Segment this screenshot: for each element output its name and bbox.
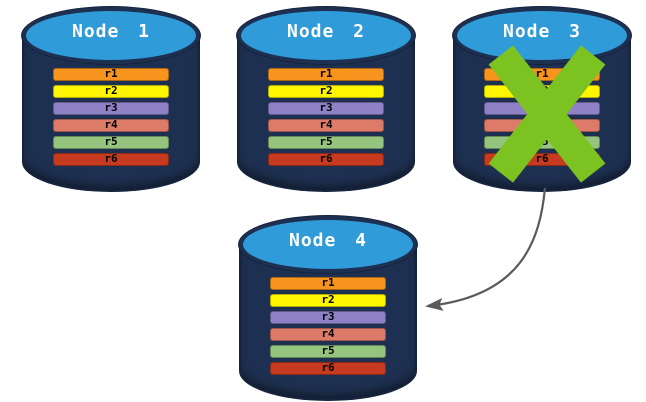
row-r2: r2: [53, 85, 169, 98]
row-r3: r3: [270, 311, 386, 324]
row-r4: r4: [53, 119, 169, 132]
row-r5: r5: [270, 345, 386, 358]
row-r1: r1: [270, 277, 386, 290]
node-4-title: Node 4: [288, 229, 368, 251]
node-3-title: Node 3: [502, 20, 582, 42]
node-3: Node 3 r1 r2 r3 r4 r5 r6: [453, 6, 631, 192]
row-r5: r5: [268, 136, 384, 149]
row-r2: r2: [268, 85, 384, 98]
node-4: Node 4 r1 r2 r3 r4 r5 r6: [239, 215, 417, 401]
node-3-cylinder-top: Node 3: [453, 7, 631, 64]
node-1: Node 1 r1 r2 r3 r4 r5 r6: [22, 6, 200, 192]
node-2-row-list: r1 r2 r3 r4 r5 r6: [268, 68, 384, 170]
row-r6: r6: [268, 153, 384, 166]
row-r1: r1: [268, 68, 384, 81]
row-r3: r3: [53, 102, 169, 115]
row-r2: r2: [270, 294, 386, 307]
row-r1: r1: [53, 68, 169, 81]
row-r5: r5: [53, 136, 169, 149]
node-4-cylinder-top: Node 4: [239, 216, 417, 273]
node-1-row-list: r1 r2 r3 r4 r5 r6: [53, 68, 169, 170]
row-r4: r4: [268, 119, 384, 132]
node-2-title: Node 2: [286, 20, 366, 42]
row-r6: r6: [53, 153, 169, 166]
node-2-cylinder-top: Node 2: [237, 7, 415, 64]
node-1-title: Node 1: [71, 20, 151, 42]
row-r4: r4: [270, 328, 386, 341]
row-r6: r6: [270, 362, 386, 375]
node-4-row-list: r1 r2 r3 r4 r5 r6: [270, 277, 386, 379]
arrow-curve: [425, 187, 547, 311]
failure-x-icon: [488, 45, 606, 183]
node-2: Node 2 r1 r2 r3 r4 r5 r6: [237, 6, 415, 192]
row-r3: r3: [268, 102, 384, 115]
node-1-cylinder-top: Node 1: [22, 7, 200, 64]
